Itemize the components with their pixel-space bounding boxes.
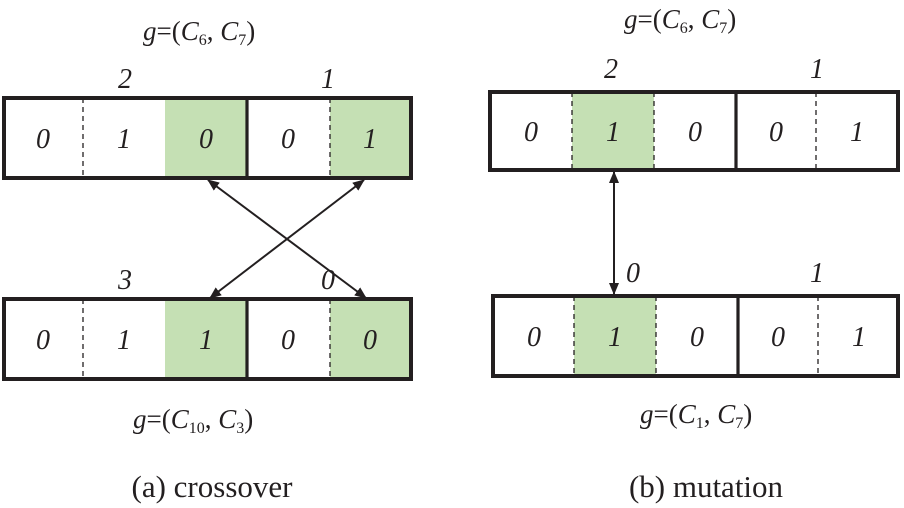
cell-highlight (572, 92, 654, 170)
crossover-top-formula: g=(C6, C7) (143, 16, 255, 49)
bit-value: 1 (363, 124, 377, 155)
bit-value: 0 (36, 325, 50, 356)
bit-value: 0 (36, 124, 50, 155)
chromosome-box (491, 294, 900, 378)
chromosome-box (2, 96, 413, 180)
bit-value: 1 (117, 325, 131, 356)
cell-highlight (330, 98, 411, 178)
crossover-panel: g=(C6, C7) 2 1 0 1 0 0 1 3 0 (2, 16, 413, 504)
bit-value: 0 (690, 322, 704, 353)
mutation-top-label-right: 1 (810, 54, 824, 85)
crossover-bottom-formula: g=(C10, C3) (133, 404, 253, 437)
mutation-top-formula: g=(C6, C7) (624, 4, 736, 37)
mutation-caption: (b) mutation (629, 469, 784, 504)
mutation-bottom-label-right: 1 (810, 258, 824, 289)
cell-highlight (165, 98, 247, 178)
bit-value: 0 (771, 322, 785, 353)
chromosome-box (2, 297, 413, 381)
cell-highlight (165, 299, 247, 379)
chromosome-box (488, 90, 900, 172)
bit-value: 1 (199, 325, 213, 356)
bit-value: 1 (850, 117, 864, 148)
crossover-bottom-label-right: 0 (321, 265, 335, 296)
bit-value: 0 (363, 325, 377, 356)
bit-value: 0 (769, 117, 783, 148)
bit-value: 0 (527, 322, 541, 353)
bit-value: 0 (281, 325, 295, 356)
crossover-bottom-label-left: 3 (117, 265, 132, 296)
mutation-bottom-formula: g=(C1, C7) (640, 399, 752, 432)
bit-value: 0 (281, 124, 295, 155)
crossover-bottom-chromosome: 0 1 1 0 0 (2, 297, 413, 381)
bit-value: 0 (199, 124, 213, 155)
crossover-top-label-left: 2 (118, 64, 132, 95)
mutation-top-chromosome: 0 1 0 0 1 (488, 90, 900, 172)
bit-value: 1 (608, 322, 622, 353)
mutation-bottom-chromosome: 0 1 0 0 1 (491, 294, 900, 378)
bit-value: 1 (606, 117, 620, 148)
crossover-caption: (a) crossover (132, 469, 294, 504)
crossover-top-chromosome: 0 1 0 0 1 (2, 96, 413, 180)
mutation-bottom-label-left: 0 (626, 258, 640, 289)
cell-highlight (330, 299, 411, 379)
crossover-top-label-right: 1 (321, 64, 335, 95)
mutation-top-label-left: 2 (604, 54, 618, 85)
bit-value: 1 (852, 322, 866, 353)
bit-value: 0 (524, 117, 538, 148)
bit-value: 0 (688, 117, 702, 148)
cell-highlight (574, 296, 656, 376)
crossover-arrow-2 (209, 179, 365, 299)
mutation-panel: g=(C6, C7) 2 1 0 1 0 0 1 0 1 (488, 4, 900, 504)
bit-value: 1 (117, 124, 131, 155)
